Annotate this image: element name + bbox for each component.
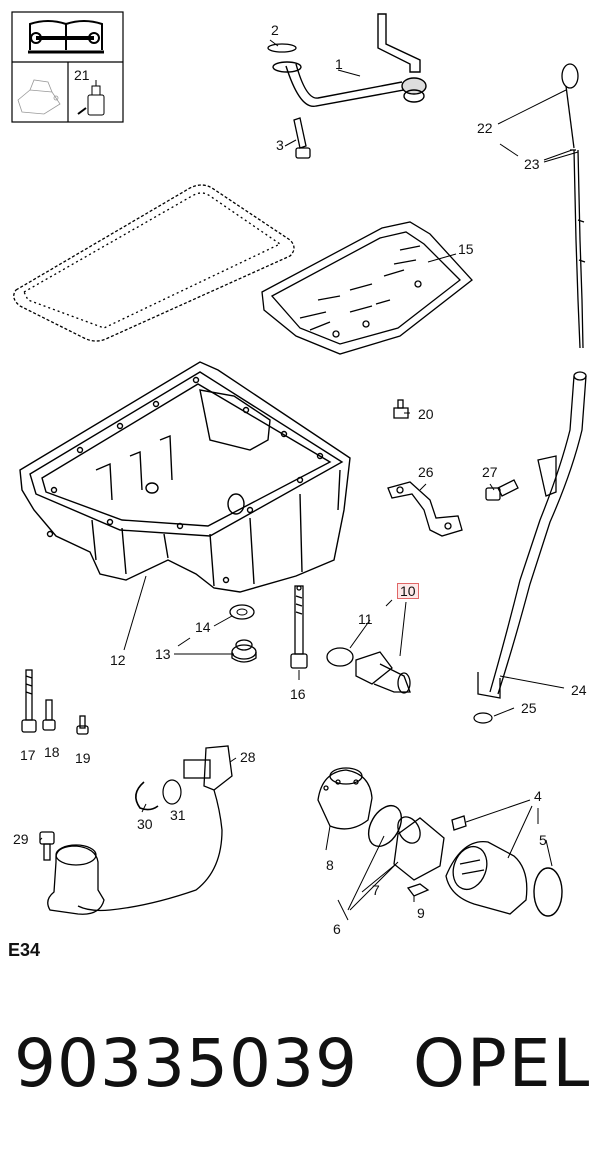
callout-label: 3 bbox=[276, 137, 284, 153]
engine-sketch-icon bbox=[17, 79, 61, 115]
housing-bolt bbox=[406, 815, 467, 897]
callout-label: 23 bbox=[524, 156, 540, 172]
callout-label: 6 bbox=[333, 921, 341, 937]
bracket bbox=[387, 481, 463, 537]
legend-box-item-label: 21 bbox=[74, 67, 90, 83]
washer bbox=[229, 604, 255, 620]
callout-label: 15 bbox=[458, 241, 474, 257]
callout-label: 16 bbox=[290, 686, 306, 702]
gasket-ring bbox=[267, 43, 297, 53]
callout-label: 24 bbox=[571, 682, 587, 698]
oil-filter-cap bbox=[317, 767, 373, 830]
callout-label: 28 bbox=[240, 749, 256, 765]
oil-pan-gasket bbox=[13, 184, 295, 342]
small-bolt bbox=[393, 399, 409, 419]
callout-label: 13 bbox=[155, 646, 171, 662]
callout-label: 20 bbox=[418, 406, 434, 422]
callout-label: 11 bbox=[358, 611, 373, 627]
oil-filter-element bbox=[393, 816, 445, 881]
callout-label: 26 bbox=[418, 464, 434, 480]
callout-label: 9 bbox=[417, 905, 425, 921]
o-ring bbox=[533, 867, 563, 917]
callout-label-highlighted: 10 bbox=[397, 583, 419, 599]
o-ring bbox=[162, 779, 182, 805]
callout-label: 30 bbox=[137, 816, 153, 832]
callout-label: 22 bbox=[477, 120, 493, 136]
leader-lines bbox=[39, 39, 579, 921]
callout-label: 8 bbox=[326, 857, 334, 873]
callout-label: 27 bbox=[482, 464, 498, 480]
seal-ring bbox=[326, 647, 354, 667]
callout-label: 19 bbox=[75, 750, 91, 766]
callout-label: 4 bbox=[534, 788, 542, 804]
level-sensor bbox=[47, 745, 233, 915]
callout-label: 17 bbox=[20, 747, 36, 763]
long-bolt bbox=[290, 585, 308, 669]
callout-label: 29 bbox=[13, 831, 29, 847]
drain-plug bbox=[231, 639, 257, 663]
circlip bbox=[135, 781, 159, 811]
dipstick-tube bbox=[477, 371, 587, 699]
callout-label: 12 bbox=[110, 652, 126, 668]
oil-pan bbox=[19, 361, 351, 593]
bolt-set bbox=[21, 669, 89, 735]
callout-label: 14 bbox=[195, 619, 211, 635]
callout-label: 1 bbox=[335, 56, 343, 72]
seal-ring bbox=[367, 805, 403, 847]
callout-label: 5 bbox=[539, 832, 547, 848]
dipstick bbox=[561, 63, 586, 349]
part-number: 90335039 bbox=[14, 1025, 358, 1102]
callout-label: 7 bbox=[372, 882, 380, 898]
baffle-plate bbox=[261, 221, 473, 355]
flange-bolt bbox=[485, 479, 519, 501]
bolt bbox=[293, 117, 311, 159]
sealant-tube-icon bbox=[77, 80, 105, 116]
diagram-code: E34 bbox=[8, 940, 41, 960]
oil-pressure-sensor bbox=[355, 651, 411, 694]
callout-label: 25 bbox=[521, 700, 537, 716]
oil-suction-pipe bbox=[272, 13, 427, 107]
oil-filter-housing bbox=[445, 841, 528, 915]
callout-label: 31 bbox=[170, 807, 186, 823]
manual-book-icon bbox=[28, 20, 104, 54]
callout-label: 18 bbox=[44, 744, 60, 760]
callout-label: 2 bbox=[271, 22, 279, 38]
bolt bbox=[39, 831, 55, 861]
legend-box bbox=[11, 11, 124, 123]
brand-name: OPEL bbox=[413, 1025, 592, 1102]
o-ring bbox=[473, 712, 493, 724]
